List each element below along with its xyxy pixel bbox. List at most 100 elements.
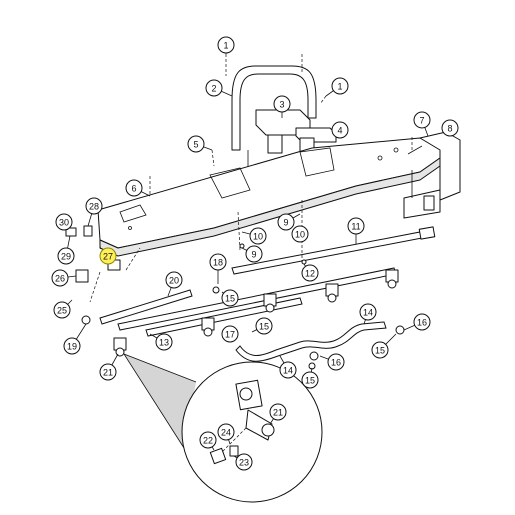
callout-15: 15 (251, 317, 273, 335)
callout-circle-15 (255, 317, 273, 335)
callout-10: 10 (291, 225, 309, 243)
callout-circle-18 (209, 253, 227, 271)
callout-circle-26 (51, 269, 69, 287)
callout-26: 26 (51, 269, 77, 287)
callout-25: 25 (53, 299, 73, 319)
callout-circle-10 (249, 227, 267, 245)
callout-circle-20 (165, 271, 183, 289)
callout-label-24: 24 (221, 428, 231, 438)
callout-14: 14 (359, 303, 377, 325)
callout-circle-9 (277, 213, 295, 231)
callout-circle-25 (53, 301, 71, 319)
callout-label-28: 28 (89, 202, 99, 212)
callout-circle-15 (221, 289, 239, 307)
callout-9: 9 (277, 213, 301, 231)
callout-circle-19 (63, 337, 81, 355)
callout-label-30: 30 (59, 218, 69, 228)
callout-1: 1 (325, 77, 349, 97)
callout-label-15: 15 (375, 346, 385, 356)
callout-circle-13 (155, 333, 173, 351)
callout-3: 3 (273, 95, 291, 118)
callout-circle-14 (279, 361, 297, 379)
right-bracket (403, 131, 461, 219)
callout-circle-14 (359, 303, 377, 321)
callout-circle-15 (371, 341, 389, 359)
callout-1: 1 (217, 36, 235, 54)
long-pipe (231, 226, 436, 275)
callout-9: 9 (241, 245, 263, 263)
callout-2: 2 (205, 79, 233, 97)
callout-circle-21 (99, 363, 117, 381)
callout-label-14: 14 (363, 308, 373, 318)
callout-28: 28 (85, 197, 103, 227)
callout-label-27: 27 (103, 252, 113, 262)
callout-label-9: 9 (251, 250, 256, 260)
callout-label-1: 1 (337, 82, 342, 92)
callout-circle-6 (125, 179, 143, 197)
callout-label-17: 17 (225, 330, 235, 340)
callout-circle-27 (99, 247, 117, 265)
callout-label-7: 7 (419, 116, 424, 126)
callout-circle-12 (301, 264, 319, 282)
callout-6: 6 (125, 179, 151, 197)
callout-label-5: 5 (193, 140, 198, 150)
pipe-20 (99, 289, 193, 325)
callout-29: 29 (57, 235, 75, 265)
callout-label-16: 16 (417, 318, 427, 328)
callout-circle-16 (413, 313, 431, 331)
callout-label-3: 3 (279, 100, 284, 110)
callout-circle-15 (301, 371, 319, 389)
callout-24: 24 (217, 423, 235, 445)
callout-circle-9 (245, 245, 263, 263)
callout-12: 12 (301, 263, 319, 282)
callout-23: 23 (233, 453, 253, 471)
callout-circle-5 (187, 135, 205, 153)
nozzle-set (113, 269, 399, 357)
callout-8: 8 (441, 119, 459, 137)
callout-circle-17 (221, 325, 239, 343)
callout-label-16: 16 (331, 358, 341, 368)
callout-label-1: 1 (223, 41, 228, 51)
callout-circle-7 (413, 111, 431, 129)
callout-21: 21 (269, 403, 287, 425)
callout-22: 22 (199, 431, 217, 451)
callout-label-21: 21 (273, 408, 283, 418)
callout-label-22: 22 (203, 436, 213, 446)
callout-label-4: 4 (337, 126, 342, 136)
callout-4: 4 (331, 121, 349, 139)
callout-circle-3 (273, 95, 291, 113)
callout-30: 30 (55, 213, 73, 231)
callout-label-19: 19 (67, 342, 77, 352)
callout-label-20: 20 (169, 276, 179, 286)
callout-circle-23 (235, 453, 253, 471)
callout-17: 17 (221, 325, 239, 343)
callout-7: 7 (413, 111, 431, 137)
callout-label-25: 25 (57, 306, 67, 316)
callout-15: 15 (221, 289, 239, 307)
callout-13: 13 (149, 333, 173, 351)
callout-label-15: 15 (225, 294, 235, 304)
callout-11: 11 (347, 217, 365, 244)
callout-label-18: 18 (213, 258, 223, 268)
callout-circle-10 (291, 225, 309, 243)
callout-label-8: 8 (447, 124, 452, 134)
callout-label-26: 26 (55, 274, 65, 284)
callout-label-10: 10 (295, 230, 305, 240)
callout-21: 21 (99, 353, 119, 381)
hose-14 (235, 321, 387, 362)
callout-label-23: 23 (239, 458, 249, 468)
callout-circle-1 (331, 77, 349, 95)
bolt-lines (89, 54, 413, 303)
callout-label-14: 14 (283, 366, 293, 376)
callout-label-15: 15 (259, 322, 269, 332)
callout-15: 15 (371, 333, 397, 359)
callout-15: 15 (301, 367, 319, 389)
callout-circle-22 (199, 431, 217, 449)
callout-label-29: 29 (61, 252, 71, 262)
callout-circle-11 (347, 217, 365, 235)
callout-16: 16 (403, 313, 431, 331)
callout-18: 18 (209, 253, 227, 284)
callout-label-21: 21 (103, 368, 113, 378)
